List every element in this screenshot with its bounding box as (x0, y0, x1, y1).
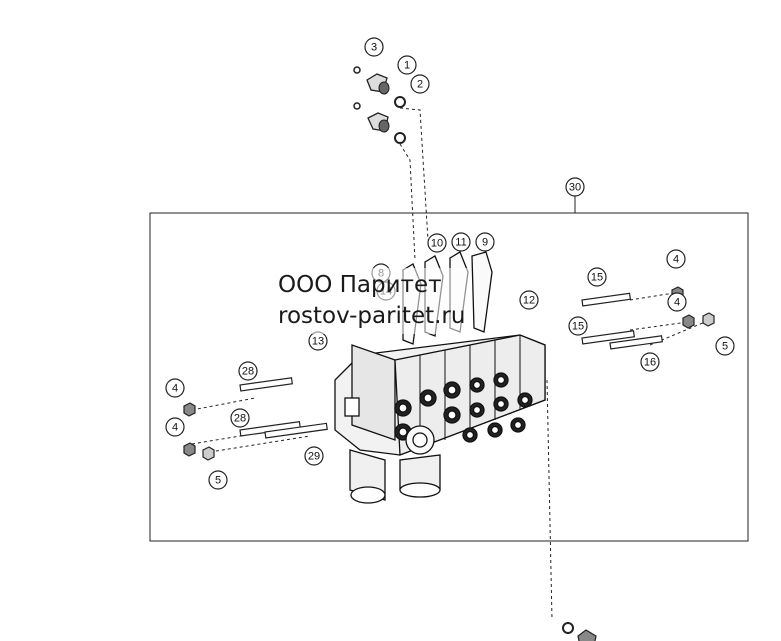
callout-label: 2 (417, 79, 423, 91)
tie-rods-left (183, 377, 328, 461)
callout-circle (230, 408, 250, 428)
callout-circle (208, 470, 228, 490)
callout-9: 9 (475, 232, 495, 252)
callout-label: 9 (482, 237, 488, 249)
callout-label: 28 (242, 366, 254, 378)
callout-label: 5 (215, 475, 221, 487)
callout-circle (568, 316, 588, 336)
watermark: ООО Паритет rostov-paritet.ru (272, 268, 472, 334)
callout-label: 4 (674, 297, 680, 309)
callout-29: 29 (304, 446, 324, 466)
callout-circle (565, 177, 585, 197)
assembly-frame (149, 212, 749, 542)
callout-5: 5 (208, 470, 228, 490)
callout-label: 28 (234, 413, 246, 425)
callout-label: 4 (673, 254, 679, 266)
callout-10: 10 (427, 233, 447, 253)
callout-circle (165, 417, 185, 437)
callout-label: 4 (172, 422, 178, 434)
callout-circle (364, 37, 384, 57)
callout-label: 1 (404, 60, 410, 72)
callout-4: 4 (165, 417, 185, 437)
callout-13: 13 (308, 331, 328, 351)
callout-circle (715, 336, 735, 356)
callout-4: 4 (666, 249, 686, 269)
callout-16: 16 (640, 352, 660, 372)
watermark-company: ООО Паритет (278, 272, 442, 298)
watermark-url: rostov-paritet.ru (278, 303, 466, 329)
callout-label: 29 (308, 451, 320, 463)
callout-circle (666, 249, 686, 269)
callout-4: 4 (667, 292, 687, 312)
callout-11: 11 (451, 232, 471, 252)
callout-circle (640, 352, 660, 372)
callout-label: 11 (455, 237, 466, 249)
callout-circle (410, 74, 430, 94)
callout-circle (519, 290, 539, 310)
callout-label: 13 (312, 336, 324, 348)
callout-30: 30 (565, 177, 585, 197)
callout-15: 15 (587, 267, 607, 287)
callout-label: 30 (569, 182, 581, 194)
callout-4: 4 (165, 378, 185, 398)
top-fittings (353, 66, 406, 144)
callout-circle (397, 55, 417, 75)
callout-28: 28 (238, 361, 258, 381)
callout-label: 10 (431, 238, 443, 250)
callout-3: 3 (364, 37, 384, 57)
callout-circle (667, 292, 687, 312)
callout-circle (475, 232, 495, 252)
bottom-fittings (562, 622, 597, 641)
callout-label: 4 (172, 383, 178, 395)
callout-circle (304, 446, 324, 466)
callout-label: 16 (644, 357, 656, 369)
callout-1: 1 (397, 55, 417, 75)
callout-label: 12 (523, 295, 535, 307)
tie-rods-right (581, 286, 715, 350)
callout-5: 5 (715, 336, 735, 356)
callout-circle (427, 233, 447, 253)
callout-label: 15 (591, 272, 603, 284)
callout-circle (165, 378, 185, 398)
callout-15: 15 (568, 316, 588, 336)
callout-circle (451, 232, 471, 252)
callout-label: 3 (371, 42, 377, 54)
callout-28: 28 (230, 408, 250, 428)
callout-label: 5 (722, 341, 728, 353)
callout-circle (238, 361, 258, 381)
callout-circle (587, 267, 607, 287)
callout-label: 15 (572, 321, 584, 333)
callout-12: 12 (519, 290, 539, 310)
callout-2: 2 (410, 74, 430, 94)
